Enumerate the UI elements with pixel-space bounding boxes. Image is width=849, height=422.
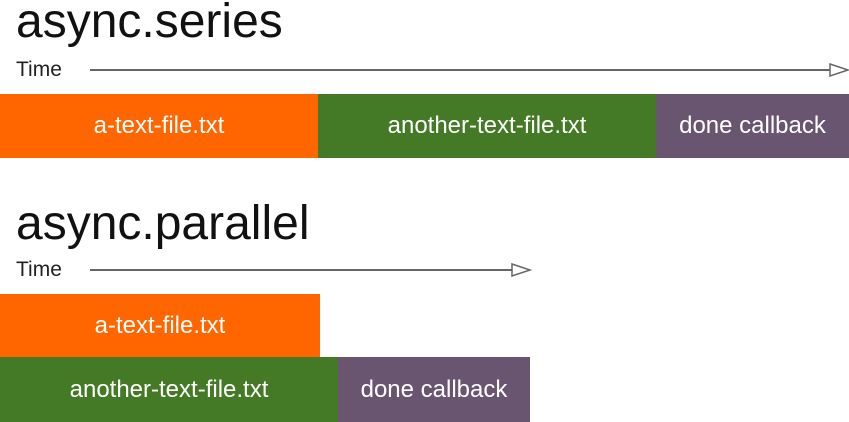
series-time-arrow (90, 62, 849, 78)
parallel-title: async.parallel (16, 197, 310, 250)
series-bar-done-callback-label: done callback (679, 112, 826, 139)
parallel-bar-done-callback-label: done callback (360, 375, 508, 403)
series-bar-done-callback: done callback (656, 94, 849, 158)
parallel-time-label: Time (16, 258, 62, 281)
parallel-bar-done-callback: done callback (338, 357, 530, 422)
series-time-label: Time (16, 58, 62, 81)
parallel-bar-a-text-file-label: a-text-file.txt (94, 311, 226, 339)
parallel-bar-another-text-file-label: another-text-file.txt (69, 375, 269, 403)
parallel-time-arrow (90, 262, 533, 278)
parallel-bar-a-text-file: a-text-file.txt (0, 294, 320, 357)
series-title: async.series (16, 0, 283, 48)
parallel-bar-another-text-file: another-text-file.txt (0, 357, 338, 422)
series-bar-a-text-file-label: a-text-file.txt (93, 112, 225, 139)
series-bar-another-text-file: another-text-file.txt (318, 94, 656, 158)
series-bar-a-text-file: a-text-file.txt (0, 94, 318, 158)
series-bar-another-text-file-label: another-text-file.txt (387, 112, 587, 139)
